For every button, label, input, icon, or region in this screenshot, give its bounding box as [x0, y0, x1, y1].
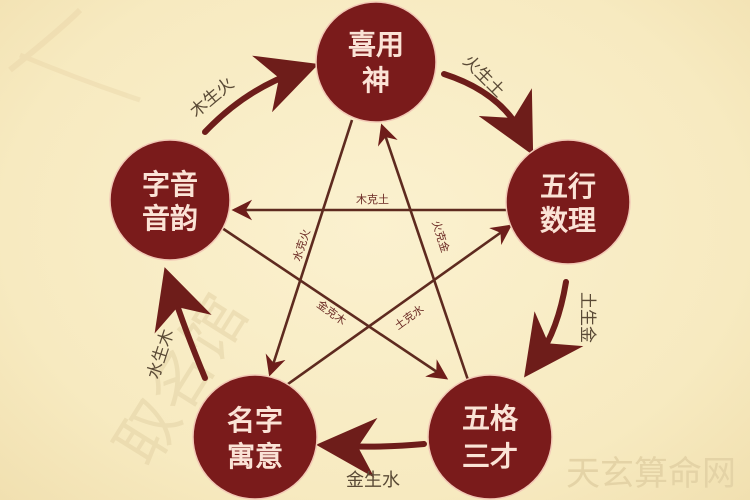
node-bottom-right-line1: 五格 — [462, 402, 519, 435]
outer-edge-bottom-left-to-left — [154, 267, 212, 381]
label-wood-generates-fire: 木生火 — [186, 74, 238, 122]
background-brush-watermark — [8, 7, 141, 103]
node-bottom-left: 名字 寓意 — [192, 374, 318, 500]
label-wood-overcomes-earth: 木克土 — [356, 193, 389, 206]
site-watermark: 天玄算命网 — [566, 454, 736, 494]
outer-edge-left-to-top — [202, 55, 319, 135]
node-left-line1: 字音 — [142, 168, 198, 201]
inner-star-lines — [221, 119, 513, 386]
node-top: 喜用 神 — [315, 1, 437, 123]
outer-edge-bottom-right-to-bottom-left — [316, 417, 427, 478]
node-bottom-right-line2: 三才 — [462, 440, 518, 473]
label-fire-overcomes-metal: 火克金 — [429, 219, 453, 255]
inner-edge-bottom-right-to-top — [377, 123, 470, 381]
node-right-line1: 五行 — [540, 170, 596, 203]
outer-edge-right-to-bottom-right — [524, 279, 584, 378]
label-metal-generates-water: 金生水 — [346, 470, 400, 491]
inner-edge-top-to-bottom-left — [265, 119, 354, 377]
inner-edge-bottom-left-to-right — [287, 224, 513, 386]
node-bottom-left-line2: 寓意 — [227, 440, 283, 473]
node-right: 五行 数理 — [505, 139, 631, 265]
inner-edge-left-to-bottom-right — [221, 226, 449, 380]
outer-edge-top-to-right — [441, 71, 534, 156]
node-left: 字音 音韵 — [109, 139, 231, 261]
node-top-line2: 神 — [362, 64, 390, 97]
node-bottom-left-line1: 名字 — [227, 404, 283, 437]
outer-cycle-arrows — [154, 55, 584, 478]
node-bottom-right: 五格 三才 — [427, 374, 553, 500]
label-earth-generates-metal: 土生金 — [577, 292, 597, 343]
node-top-line1: 喜用 — [348, 28, 404, 61]
label-water-overcomes-fire: 水克火 — [290, 228, 313, 263]
node-right-line2: 数理 — [540, 204, 596, 237]
node-left-line2: 音韵 — [142, 202, 198, 235]
